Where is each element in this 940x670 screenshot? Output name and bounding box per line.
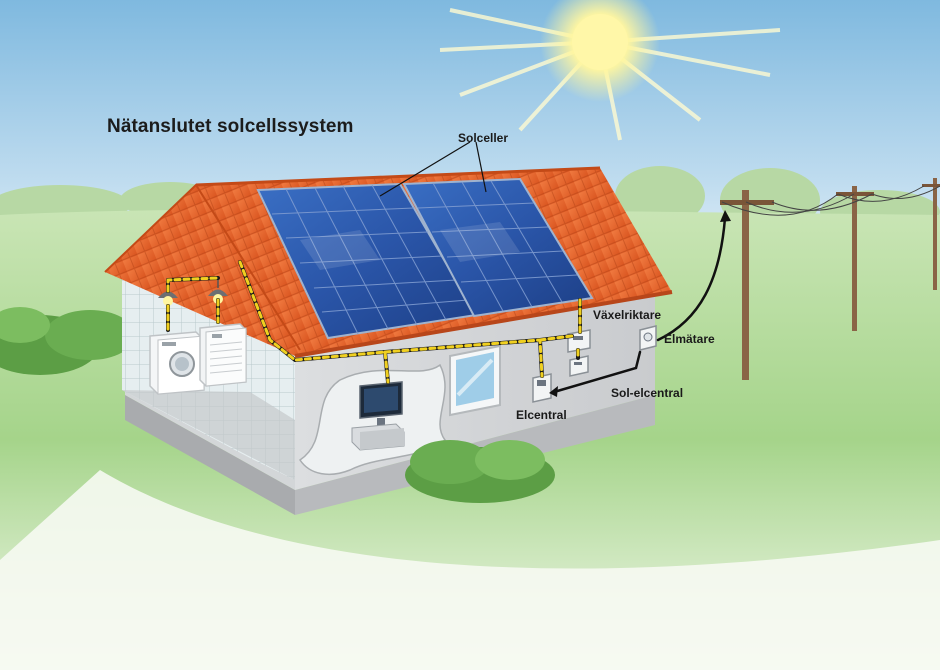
label-inverter: Växelriktare [593, 308, 662, 322]
tree-icon [615, 166, 705, 226]
washing-machine-icon [149, 331, 205, 395]
living-room-cutaway [298, 363, 447, 476]
sun-icon [439, 0, 781, 141]
window-icon [449, 344, 501, 417]
cable-network [166, 260, 582, 384]
bush-icon [405, 440, 555, 503]
label-leaders [379, 141, 487, 197]
solar-panel-icon [256, 182, 478, 340]
utility-pole-icon [922, 178, 940, 290]
solar-distribution-box [569, 355, 589, 377]
bush-icon [0, 307, 135, 375]
arrow-head [549, 386, 558, 397]
label-solar-cells: Solceller [458, 131, 509, 145]
page-title: Nätanslutet solcellssystem [107, 116, 354, 137]
label-electricity-meter: Elmätare [664, 332, 715, 346]
label-distribution-board: Elcentral [516, 408, 567, 422]
computer-monitor-icon [351, 381, 405, 451]
dryer-icon [199, 323, 247, 387]
flow-arrows [552, 216, 727, 394]
arrow-head [720, 210, 731, 222]
utility-pole-icon [836, 186, 874, 331]
label-solar-distribution-board: Sol-elcentral [611, 386, 684, 400]
distribution-box [532, 373, 552, 403]
solar-panel-icon [402, 177, 594, 318]
power-lines [721, 185, 940, 216]
